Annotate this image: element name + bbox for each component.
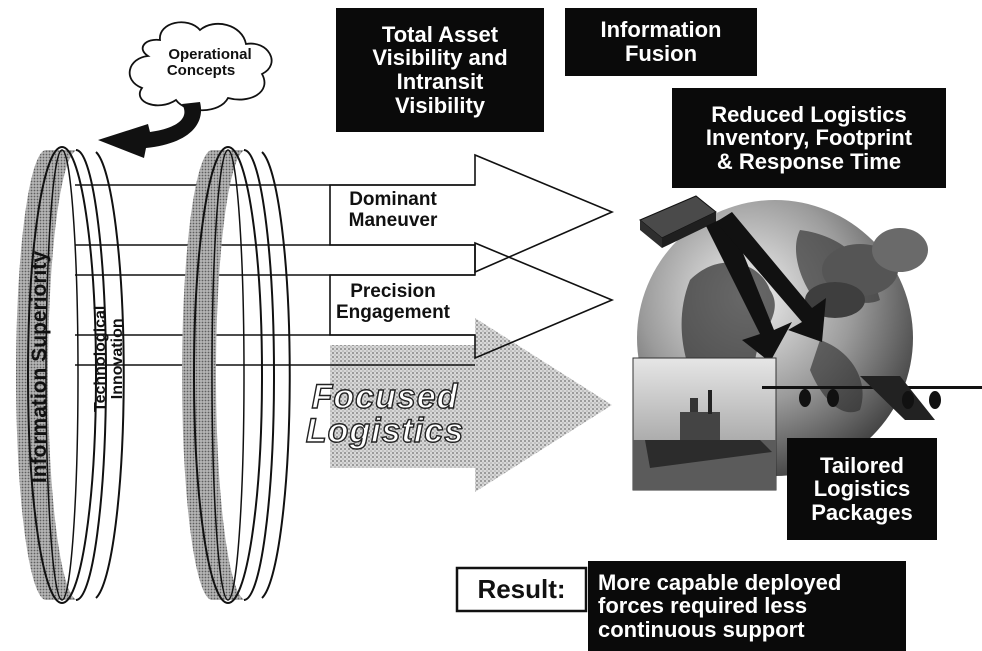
cloud-label-line-2: Concepts — [166, 62, 236, 80]
focused-line-2: Logistics — [305, 412, 465, 450]
precision-engagement-label: Precision Engagement — [318, 281, 468, 323]
reduced-line-1: Reduced Logistics — [711, 101, 907, 127]
concepts-to-ring-arrow — [98, 102, 202, 158]
reduced-logistics-box: Reduced Logistics Inventory, Footprint &… — [672, 88, 946, 188]
info-fusion-line-2: Fusion — [624, 41, 698, 66]
result-line-3: continuous support — [598, 616, 805, 642]
operational-concepts-label: Operational Concepts — [150, 46, 270, 79]
reduced-line-3: & Response Time — [716, 148, 902, 174]
tech-label-line-1: Technological — [92, 305, 110, 412]
total-asset-visibility-box: Total Asset Visibility and Intransit Vis… — [336, 8, 544, 132]
total-asset-line-2: Visibility and — [372, 45, 508, 71]
result-label: Result: — [477, 574, 566, 605]
tailored-logistics-box: Tailored Logistics Packages — [787, 438, 937, 540]
computer-image — [639, 195, 717, 248]
info-fusion-line-1: Information — [600, 17, 722, 43]
cloud-label-line-1: Operational — [168, 46, 252, 63]
tailored-line-3: Packages — [811, 499, 913, 525]
total-asset-line-3: Intransit — [396, 69, 484, 94]
total-asset-line-1: Total Asset — [381, 21, 499, 47]
result-label-frame — [455, 566, 588, 613]
reduced-line-2: Inventory, Footprint — [705, 125, 913, 151]
dominant-line-2: Maneuver — [348, 209, 438, 231]
information-fusion-box: Information Fusion — [565, 8, 757, 76]
tailored-line-2: Logistics — [813, 476, 911, 502]
technological-innovation-ring — [182, 146, 291, 604]
result-text-box: More capable deployed forces required le… — [588, 561, 906, 651]
focused-logistics-label: Focused Logistics — [300, 378, 470, 450]
technological-innovation-label: Technological Innovation — [92, 299, 127, 419]
precision-line-1: Precision — [350, 281, 436, 302]
total-asset-line-4: Visibility — [394, 92, 486, 118]
information-superiority-label: Information Superiority — [27, 250, 51, 484]
aircraft-image — [762, 376, 982, 420]
dominant-line-1: Dominant — [349, 189, 437, 210]
information-superiority-ring — [16, 146, 125, 604]
focused-logistics-arrow — [330, 318, 612, 492]
dominant-maneuver-label: Dominant Maneuver — [318, 189, 468, 231]
operational-concepts-cloud — [128, 21, 273, 112]
precision-line-2: Engagement — [335, 301, 451, 323]
tech-label-line-2: Innovation — [109, 318, 126, 400]
focused-line-1: Focused — [311, 378, 459, 416]
tailored-line-1: Tailored — [820, 452, 904, 478]
ship-photo — [632, 357, 777, 491]
computer-arrows — [706, 212, 826, 362]
dominant-maneuver-arrow — [329, 153, 615, 274]
precision-engagement-arrow — [329, 241, 615, 360]
result-line-1: More capable deployed — [598, 569, 842, 595]
result-line-2: forces required less — [598, 593, 808, 619]
